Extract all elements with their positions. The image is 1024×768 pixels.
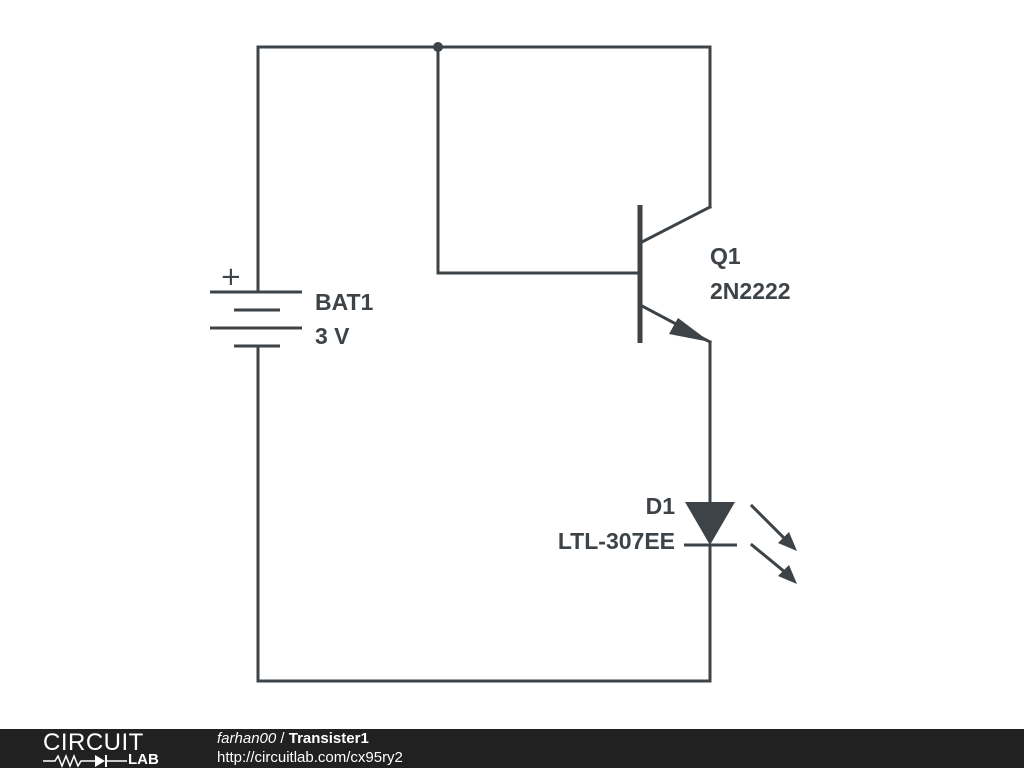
- circuitlab-logo-lab: LAB: [128, 751, 159, 768]
- battery-plus-sign: +: [220, 262, 242, 292]
- author-link[interactable]: farhan00: [217, 730, 277, 747]
- led-triangle: [685, 502, 735, 545]
- circuitlab-logo-text: CIRCUIT: [43, 729, 144, 756]
- circuit-title: Transister1: [288, 730, 369, 747]
- circuit-url-link[interactable]: http://circuitlab.com/cx95ry2: [217, 749, 403, 766]
- led-ref-label: D1: [646, 493, 676, 519]
- credit-separator: /: [276, 730, 289, 747]
- led-d1: D1 LTL-307EE: [558, 493, 797, 584]
- battery-value-label: 3 V: [315, 323, 350, 349]
- wire-bottom-loop: [256, 344, 712, 683]
- resistor-diode-logo-icon: [43, 754, 127, 768]
- transistor-q1: Q1 2N2222: [637, 204, 791, 345]
- transistor-ref-label: Q1: [710, 243, 741, 269]
- transistor-collector-lead: [639, 204, 713, 245]
- battery-ref-label: BAT1: [315, 289, 374, 315]
- wire-base: [436, 45, 642, 275]
- junction-dot: [433, 42, 443, 52]
- wire-top-loop: [256, 45, 712, 294]
- credit-line: farhan00 / Transister1: [217, 730, 369, 748]
- led-emission-arrows-icon: [749, 503, 797, 584]
- circuit-schematic: + BAT1 3 V Q1 2N2222 D1 LTL-307EE: [210, 42, 797, 683]
- transistor-part-label: 2N2222: [710, 278, 791, 304]
- transistor-emitter-arrow: [669, 318, 710, 342]
- wires: [256, 42, 712, 683]
- footer-bar: CIRCUIT LAB farhan00 / Transister1 http:…: [0, 729, 1024, 768]
- battery-bat1: + BAT1 3 V: [210, 262, 374, 349]
- led-part-label: LTL-307EE: [558, 528, 675, 554]
